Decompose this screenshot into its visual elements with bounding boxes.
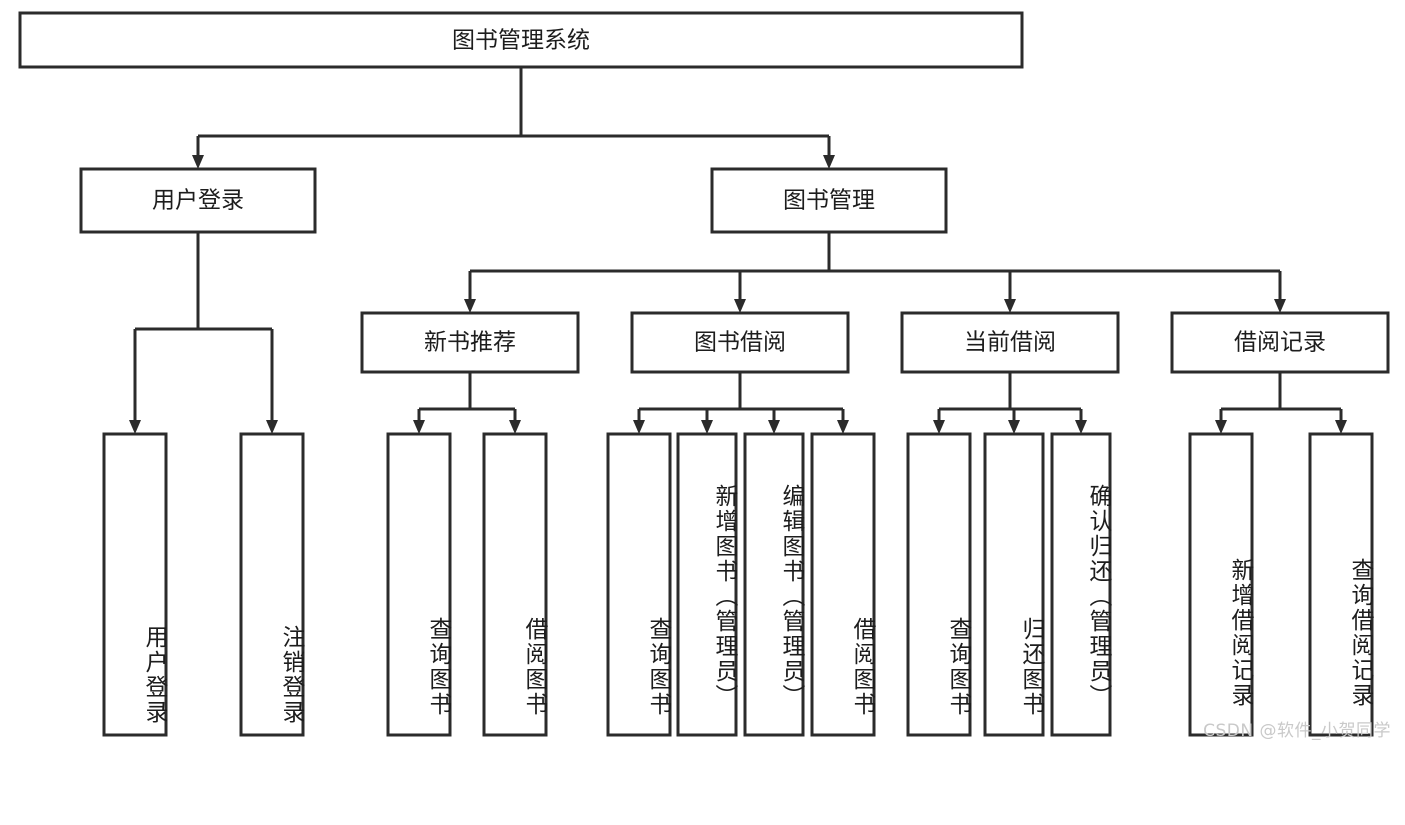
node-current-borrow[interactable]: 当前借阅 bbox=[900, 311, 1120, 374]
arrow-to-new-book-rec bbox=[464, 299, 476, 313]
arrow-to-book-borrow bbox=[734, 299, 746, 313]
node-new-book-rec-box[interactable] bbox=[360, 311, 580, 374]
diagram-canvas: 图书管理系统 用户登录 图书管理 新书推荐 图书借阅 当前借阅 借阅记录 bbox=[18, 11, 1391, 741]
arrow-to-leaf-query-book-borrow bbox=[633, 420, 645, 434]
node-book-borrow-box[interactable] bbox=[630, 311, 850, 374]
arrow-to-borrow-record bbox=[1274, 299, 1286, 313]
node-root-label: 图书管理系统 bbox=[452, 28, 590, 54]
node-new-book-rec[interactable]: 新书推荐 bbox=[360, 311, 580, 374]
node-root-box[interactable] bbox=[18, 11, 1024, 69]
node-user-login-label: 用户登录 bbox=[152, 188, 244, 214]
node-current-borrow-box[interactable] bbox=[900, 311, 1120, 374]
arrow-to-leaf-add-book bbox=[701, 420, 713, 434]
arrow-to-leaf-query-book-rec bbox=[413, 420, 425, 434]
arrow-to-leaf-query-record bbox=[1335, 420, 1347, 434]
node-book-borrow[interactable]: 图书借阅 bbox=[630, 311, 850, 374]
arrow-to-leaf-return-book bbox=[1008, 420, 1020, 434]
node-borrow-record-label: 借阅记录 bbox=[1234, 330, 1326, 356]
arrow-to-current-borrow bbox=[1004, 299, 1016, 313]
arrow-to-leaf-borrow-book-rec bbox=[509, 420, 521, 434]
leaf-box-add-record[interactable] bbox=[1188, 432, 1254, 737]
leaf-box-confirm-return[interactable] bbox=[1050, 432, 1112, 737]
leaf-box-logout[interactable] bbox=[239, 432, 305, 737]
node-user-login[interactable]: 用户登录 bbox=[79, 167, 317, 234]
csdn-watermark: CSDN @软件_小贺同学 bbox=[1203, 721, 1391, 741]
leaf-box-query-record[interactable] bbox=[1308, 432, 1374, 737]
arrow-to-leaf-user-login bbox=[129, 420, 141, 434]
node-user-login-box[interactable] bbox=[79, 167, 317, 234]
leaf-box-query-book-borrow[interactable] bbox=[606, 432, 672, 737]
node-new-book-rec-label: 新书推荐 bbox=[424, 330, 516, 356]
arrow-to-user-login bbox=[192, 155, 204, 169]
leaf-box-edit-book[interactable] bbox=[743, 432, 805, 737]
node-book-manage-label: 图书管理 bbox=[783, 188, 875, 214]
arrow-to-leaf-edit-book bbox=[768, 420, 780, 434]
arrow-to-leaf-borrow-book bbox=[837, 420, 849, 434]
arrow-to-leaf-confirm-return bbox=[1075, 420, 1087, 434]
node-current-borrow-label: 当前借阅 bbox=[964, 330, 1056, 356]
node-book-manage-box[interactable] bbox=[710, 167, 948, 234]
node-borrow-record-box[interactable] bbox=[1170, 311, 1390, 374]
arrow-to-leaf-add-record bbox=[1215, 420, 1227, 434]
node-book-borrow-label: 图书借阅 bbox=[694, 330, 786, 356]
leaf-box-borrow-book-rec[interactable] bbox=[482, 432, 548, 737]
connector-group bbox=[129, 67, 1347, 434]
node-root[interactable]: 图书管理系统 bbox=[18, 11, 1024, 69]
leaf-box-borrow-book[interactable] bbox=[810, 432, 876, 737]
arrow-to-leaf-query-book-cur bbox=[933, 420, 945, 434]
tree-diagram-svg: 图书管理系统 用户登录 图书管理 新书推荐 图书借阅 当前借阅 借阅记录 bbox=[18, 11, 1390, 737]
arrow-to-book-manage bbox=[823, 155, 835, 169]
leaf-box-user-login[interactable] bbox=[102, 432, 168, 737]
leaf-boxes bbox=[102, 432, 1374, 737]
leaf-box-query-book-cur[interactable] bbox=[906, 432, 972, 737]
arrow-to-leaf-logout bbox=[266, 420, 278, 434]
leaf-box-add-book[interactable] bbox=[676, 432, 738, 737]
leaf-box-return-book[interactable] bbox=[983, 432, 1045, 737]
node-borrow-record[interactable]: 借阅记录 bbox=[1170, 311, 1390, 374]
leaf-box-query-book-rec[interactable] bbox=[386, 432, 452, 737]
node-book-manage[interactable]: 图书管理 bbox=[710, 167, 948, 234]
